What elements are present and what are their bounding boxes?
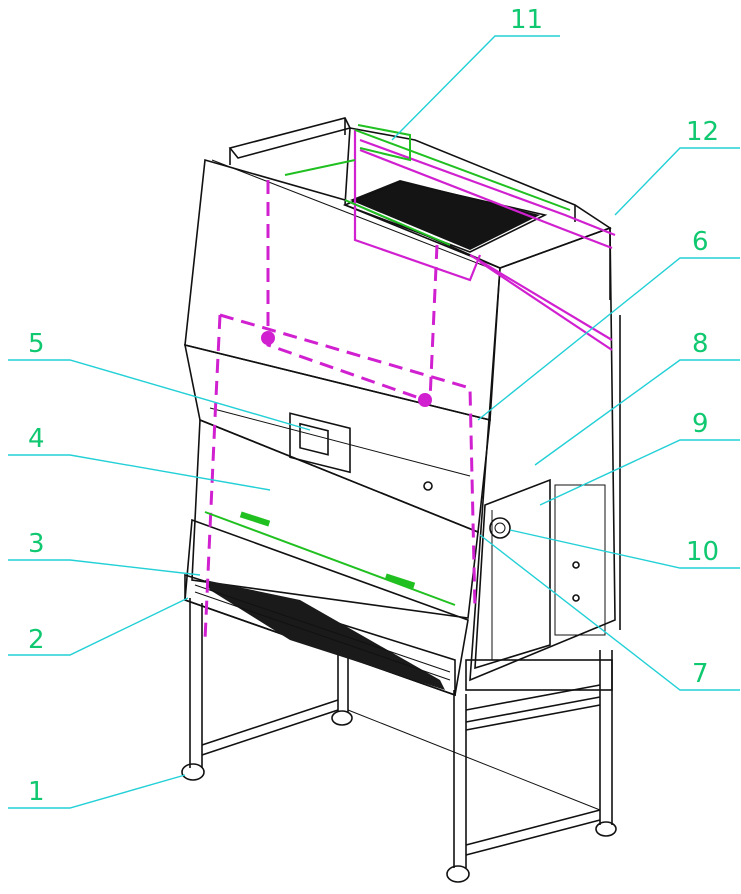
fluorescent-lights bbox=[204, 124, 571, 606]
callout-9: 9 bbox=[692, 409, 709, 439]
callout-3: 3 bbox=[28, 529, 45, 559]
cabinet-body bbox=[183, 117, 621, 697]
caster-wheels bbox=[181, 710, 617, 883]
callout-labels: 1 2 3 4 5 6 7 8 9 10 11 12 bbox=[28, 5, 719, 807]
airflow-path bbox=[203, 130, 616, 641]
callout-11: 11 bbox=[510, 5, 543, 35]
leader-lines bbox=[8, 35, 740, 809]
callout-7: 7 bbox=[692, 659, 709, 689]
hepa-filter bbox=[342, 180, 548, 253]
cabinet-stand bbox=[189, 598, 613, 868]
callout-8: 8 bbox=[692, 329, 709, 359]
callout-6: 6 bbox=[692, 227, 709, 257]
callout-10: 10 bbox=[686, 537, 719, 567]
callout-1: 1 bbox=[28, 777, 45, 807]
callout-4: 4 bbox=[28, 424, 45, 454]
callout-12: 12 bbox=[686, 117, 719, 147]
callout-5: 5 bbox=[28, 329, 45, 359]
callout-2: 2 bbox=[28, 625, 45, 655]
